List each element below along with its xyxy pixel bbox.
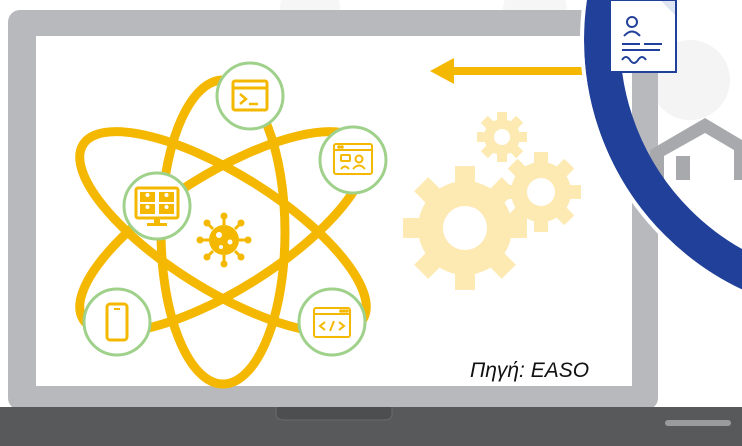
node-video-chat bbox=[318, 125, 388, 195]
video-chat-window-icon bbox=[333, 143, 373, 175]
mobile-phone-icon bbox=[105, 302, 129, 342]
code-window-icon bbox=[313, 307, 351, 338]
house-icon bbox=[650, 118, 742, 180]
virus-icon bbox=[196, 212, 252, 268]
laptop-slot bbox=[665, 420, 731, 426]
blue-ring bbox=[580, 0, 742, 294]
arrow-left-icon bbox=[430, 58, 620, 84]
laptop-notch bbox=[275, 407, 393, 421]
laptop bbox=[0, 10, 742, 446]
videoconference-monitor-icon bbox=[134, 186, 180, 226]
node-videoconference bbox=[122, 171, 192, 241]
source-caption: Πηγή: EASO bbox=[470, 359, 590, 382]
gears-icon bbox=[403, 112, 581, 290]
terminal-window-icon bbox=[231, 79, 269, 112]
node-code bbox=[297, 287, 367, 357]
signed-document-icon bbox=[609, 0, 677, 73]
node-mobile bbox=[82, 287, 152, 357]
node-terminal bbox=[215, 61, 285, 131]
